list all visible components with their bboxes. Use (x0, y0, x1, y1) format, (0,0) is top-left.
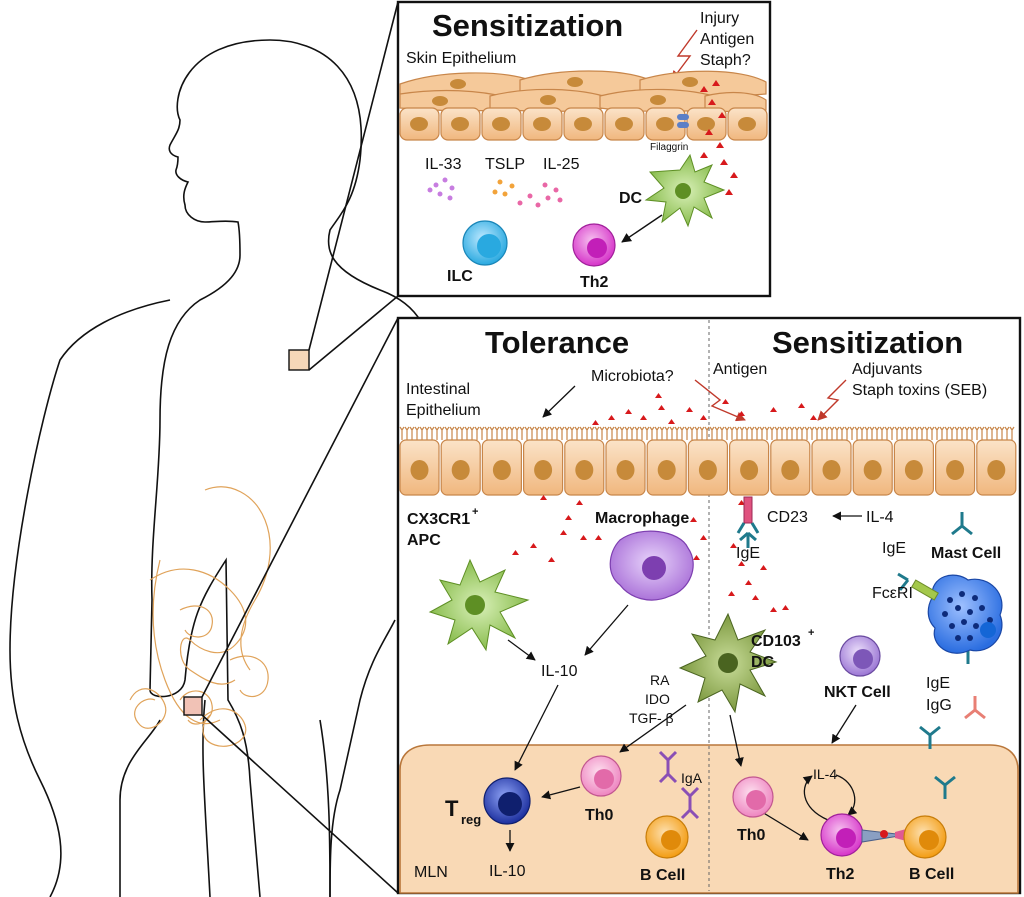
skin-basal-cells (399, 107, 768, 141)
il25-dots (517, 182, 563, 208)
nkt-label: NKT Cell (824, 684, 891, 701)
nkt-cell (839, 635, 881, 677)
ige-cd23-label: IgE (736, 545, 760, 562)
il10-label: IL-10 (541, 663, 578, 680)
treg-cell (483, 777, 531, 825)
tolerance-title: Tolerance (485, 325, 629, 360)
microvilli (399, 426, 1015, 440)
antigen-label: Antigen (713, 361, 767, 378)
iga-label: IgA (681, 770, 703, 786)
il25-label: IL-25 (543, 156, 580, 173)
intestinal-label: Intestinal (406, 381, 470, 398)
th0-left-cell (580, 755, 622, 797)
skin-antigens (700, 80, 738, 195)
bcell-left-cell (645, 815, 689, 859)
skin-th2-label: Th2 (580, 274, 609, 291)
th2-gut-cell (820, 813, 864, 857)
th0-right-label: Th0 (737, 827, 766, 844)
cd103-sup: + (808, 627, 814, 639)
tslp-label: TSLP (485, 156, 525, 173)
gut-inset-marker (183, 696, 203, 716)
mast-cell-label: Mast Cell (931, 545, 1001, 562)
il4-loop-label: IL-4 (813, 766, 837, 782)
th0-right-cell (732, 776, 774, 818)
il10-bottom-label: IL-10 (489, 863, 526, 880)
mln-label: MLN (414, 864, 448, 881)
antibody-icon-ige-top (951, 512, 973, 536)
keratinocyte-layer (399, 70, 767, 113)
ilc-cell (462, 220, 508, 266)
adjuvant-lightning-icon (817, 379, 847, 421)
gut-antigens (512, 393, 817, 612)
igg-label: IgG (926, 697, 952, 714)
ido-label: IDO (645, 691, 670, 707)
ige-mast-label: IgE (882, 540, 906, 557)
macrophage-cell (609, 530, 694, 601)
bcell-right-label: B Cell (909, 866, 954, 883)
il33-dots (427, 177, 455, 201)
cx3cr1-label: CX3CR1 (407, 511, 470, 528)
antibody-icon-ige-mln (934, 775, 956, 799)
antigen-lightning-icon (694, 379, 746, 422)
cd103-label: CD103 (751, 633, 801, 650)
il4-top-label: IL-4 (866, 509, 894, 526)
antibody-icon-ige-low (919, 725, 941, 749)
skin-th2-cell (572, 223, 616, 267)
skin-panel-title: Sensitization (432, 8, 623, 43)
cd23-label: CD23 (767, 509, 808, 526)
trigger-antigen-label: Antigen (700, 31, 754, 48)
antibody-icon-igg (964, 696, 986, 720)
cx3cr1-apc-cell (428, 558, 530, 652)
trigger-injury-label: Injury (700, 10, 739, 27)
tslp-dots (492, 179, 515, 197)
skin-inset-marker (288, 349, 310, 371)
trigger-staph-label: Staph? (700, 52, 751, 69)
skin-dc-cell (644, 153, 726, 228)
skin-epithelium-label: Skin Epithelium (406, 50, 516, 67)
filaggrin-label: Filaggrin (650, 142, 688, 153)
gut-sensitization-title: Sensitization (772, 325, 963, 360)
staph-toxins-label: Staph toxins (SEB) (852, 382, 987, 399)
gut-panel: Tolerance Sensitization Microbiota? Anti… (396, 316, 1022, 895)
ilc-label: ILC (447, 268, 473, 285)
intestinal-epithelial-cells (399, 439, 1017, 496)
treg-sub: reg (461, 812, 481, 827)
il33-label: IL-33 (425, 156, 462, 173)
treg-label: T (445, 796, 459, 821)
apc-label: APC (407, 532, 441, 549)
cd23-receptor-icon (736, 496, 760, 548)
bcell-right-cell (903, 815, 947, 859)
th0-left-label: Th0 (585, 807, 614, 824)
epithelium-label: Epithelium (406, 402, 481, 419)
skin-dc-label: DC (619, 190, 643, 207)
macrophage-label: Macrophage (595, 510, 689, 527)
cd103-dc-label: DC (751, 654, 775, 671)
cd103-dc-cell (678, 612, 778, 714)
adjuvants-label: Adjuvants (852, 361, 922, 378)
lightning-arrow-icon (671, 29, 698, 81)
iga-icon (658, 750, 700, 820)
skin-sensitization-panel: Sensitization Injury Antigen Staph? Skin… (396, 0, 772, 298)
ra-label: RA (650, 672, 670, 688)
fceri-label: FcεRI (872, 585, 913, 602)
bcell-left-label: B Cell (640, 867, 685, 884)
intestines-illustration (129, 486, 271, 747)
cx3cr1-sup: + (472, 506, 478, 518)
human-silhouette (9, 39, 441, 897)
mast-cell (897, 572, 1003, 654)
ige-free-label: IgE (926, 675, 950, 692)
filaggrin-icon (677, 114, 689, 128)
microbiota-label: Microbiota? (591, 368, 674, 385)
th2-gut-label: Th2 (826, 866, 855, 883)
